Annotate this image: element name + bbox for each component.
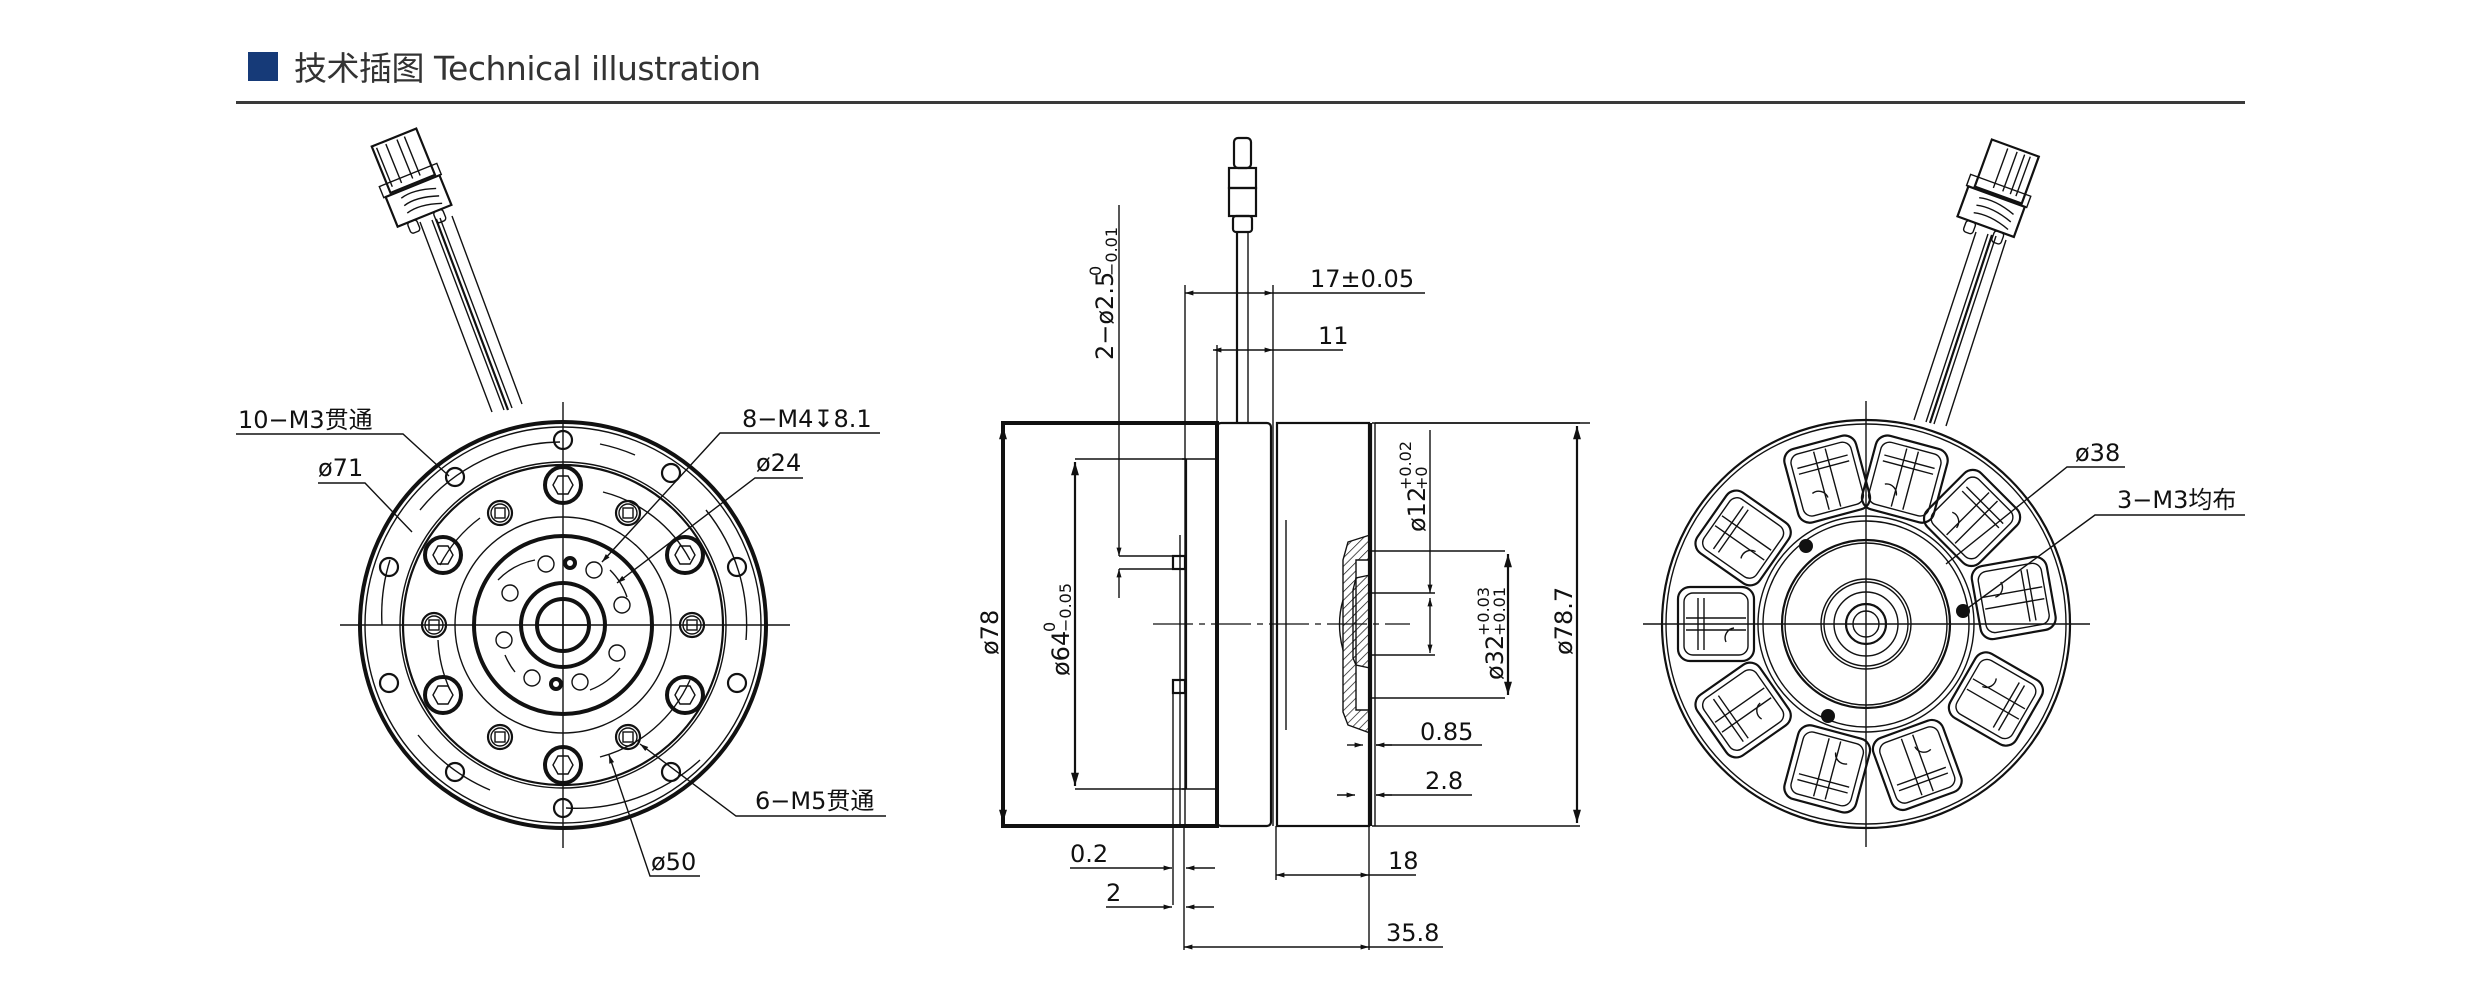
label-width-11: 11 <box>1318 322 1349 350</box>
cable-connector-icon <box>1913 138 2041 427</box>
svg-text:ø78.7: ø78.7 <box>1550 587 1578 655</box>
svg-text:+0.03: +0.03 <box>1474 587 1493 636</box>
header-divider <box>236 101 2245 104</box>
svg-text:−0.05: −0.05 <box>1056 583 1075 632</box>
label-gap-2: 2 <box>1106 879 1121 907</box>
m3-hole-pattern <box>1799 539 1970 723</box>
label-width-17: 17±0.05 <box>1310 265 1414 293</box>
label-dia-38: ø38 <box>1945 439 2125 565</box>
svg-text:ø71: ø71 <box>318 454 363 482</box>
label-dia-64: ø64 0 −0.05 <box>1040 583 1075 676</box>
header-accent-square-icon <box>248 51 278 81</box>
label-holes-m5: 6−M5贯通 <box>639 743 886 817</box>
svg-text:ø12: ø12 <box>1403 487 1431 532</box>
label-holes-m3: 3−M3均布 <box>1967 486 2245 609</box>
svg-text:+0: +0 <box>1412 466 1431 490</box>
front-view: 10−M3贯通 ø71 8−M4↧8.1 ø24 6−M5贯通 ø50 <box>236 127 886 877</box>
svg-text:ø78: ø78 <box>976 610 1004 655</box>
label-len-35-8: 35.8 <box>1386 919 1439 947</box>
label-dia-32: ø32 +0.03 +0.01 <box>1474 587 1509 680</box>
stator-window-pattern <box>1676 434 2057 814</box>
svg-text:10−M3贯通: 10−M3贯通 <box>238 406 373 434</box>
svg-text:ø24: ø24 <box>756 449 801 477</box>
svg-text:8−M4↧8.1: 8−M4↧8.1 <box>742 405 872 433</box>
svg-text:+0.02: +0.02 <box>1396 441 1415 490</box>
svg-text:ø50: ø50 <box>651 848 696 876</box>
section-title: 技术插图 Technical illustration <box>294 49 761 88</box>
m5-counterbore-pattern <box>423 465 705 785</box>
svg-text:6−M5贯通: 6−M5贯通 <box>755 787 874 815</box>
pigtail-connector-icon <box>1227 136 1258 423</box>
label-dia-78-7: ø78.7 <box>1550 587 1578 655</box>
section-header: 技术插图 Technical illustration <box>248 44 761 88</box>
label-len-18: 18 <box>1388 847 1419 875</box>
side-view: 2−ø2.5 0 −0.01 17±0.05 11 ø78 ø64 0 −0.0… <box>976 136 1590 950</box>
svg-text:0: 0 <box>1086 266 1105 276</box>
svg-text:ø64: ø64 <box>1047 631 1075 676</box>
label-dia-24: ø24 <box>616 449 803 584</box>
svg-text:0: 0 <box>1040 622 1059 632</box>
m4-hole-pattern <box>495 555 631 691</box>
svg-text:ø32: ø32 <box>1481 635 1509 680</box>
label-gap-0-2: 0.2 <box>1070 840 1108 868</box>
svg-text:3−M3均布: 3−M3均布 <box>2117 486 2236 514</box>
label-dia-71: ø71 <box>318 454 413 533</box>
label-dia-12: ø12 +0.02 +0 <box>1396 441 1431 532</box>
label-pin-dia: 2−ø2.5 0 −0.01 <box>1086 227 1121 360</box>
m3-hole-pattern <box>378 429 748 819</box>
tapped-hole-pattern <box>420 499 706 751</box>
svg-text:−0.01: −0.01 <box>1102 227 1121 276</box>
cable-connector-icon <box>370 127 523 413</box>
label-gap-0-85: 0.85 <box>1420 718 1473 746</box>
svg-text:ø38: ø38 <box>2075 439 2120 467</box>
svg-text:+0.01: +0.01 <box>1490 587 1509 636</box>
svg-text:2−ø2.5: 2−ø2.5 <box>1091 272 1119 360</box>
label-holes-m3: 10−M3贯通 <box>236 406 450 477</box>
label-dia-78: ø78 <box>976 610 1004 655</box>
label-gap-2-8: 2.8 <box>1425 767 1463 795</box>
label-holes-m4: 8−M4↧8.1 <box>601 405 880 563</box>
label-dia-50: ø50 <box>608 754 700 877</box>
rear-view: ø38 3−M3均布 <box>1643 138 2245 847</box>
